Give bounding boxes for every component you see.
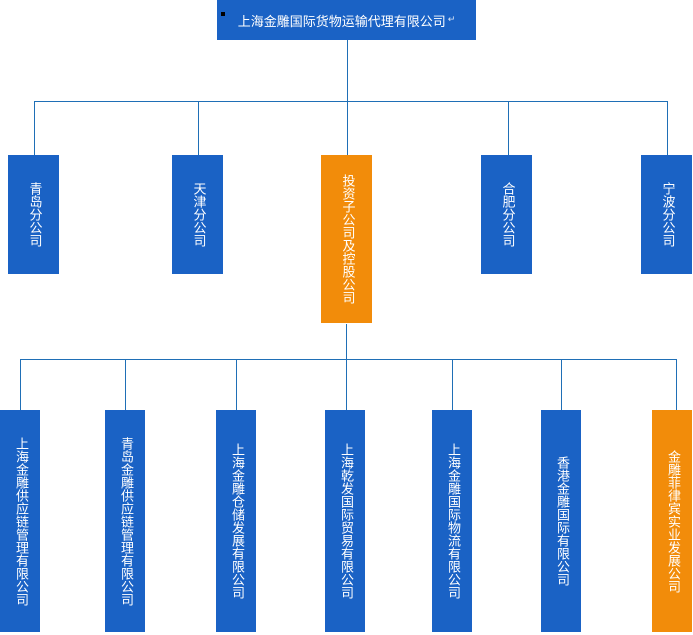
org-node-label: 青岛金雕供应链管理有限公司	[118, 436, 133, 606]
org-node-label: 青岛分公司	[26, 182, 42, 247]
org-node-subsidiary: 上海金雕供应链管理有限公司	[0, 410, 40, 632]
org-node-investment-subsidiaries: 投资子公司及控股公司	[321, 155, 372, 323]
org-node-label: 宁波分公司	[659, 182, 675, 247]
connector-level2-drop	[346, 359, 347, 410]
org-node-subsidiary: 金雕菲律宾实业发展公司	[652, 410, 692, 632]
connector-level2-drop	[676, 359, 677, 410]
connector-level2-drop	[452, 359, 453, 410]
connector-level2-drop	[561, 359, 562, 410]
org-node-ningbo-branch: 宁波分公司	[641, 155, 692, 274]
org-node-headquarters: 上海金雕国际货物运输代理有限公司 ↵	[217, 0, 476, 40]
org-node-label: 上海金雕供应链管理有限公司	[13, 436, 28, 606]
org-node-label: 香港金雕国际有限公司	[554, 456, 569, 586]
org-node-qingdao-branch: 青岛分公司	[8, 155, 59, 274]
connector-level2-bus	[20, 359, 676, 360]
connector-level1-drop	[34, 101, 35, 155]
bullet-icon	[221, 12, 225, 16]
org-node-label: 合肥分公司	[499, 182, 515, 247]
connector-investment-trunk	[346, 324, 347, 359]
org-node-label: 上海金雕国际货物运输代理有限公司	[237, 14, 446, 30]
org-node-tianjin-branch: 天津分公司	[172, 155, 223, 274]
connector-top-trunk	[347, 40, 348, 101]
org-node-label: 上海金雕仓储发展有限公司	[229, 443, 244, 599]
org-node-label: 上海金雕国际物流有限公司	[445, 443, 460, 599]
org-node-subsidiary: 青岛金雕供应链管理有限公司	[105, 410, 145, 632]
connector-level1-drop	[667, 101, 668, 155]
org-node-hefei-branch: 合肥分公司	[481, 155, 532, 274]
org-node-subsidiary: 上海乾发国际贸易有限公司	[325, 410, 365, 632]
org-node-label: 投资子公司及控股公司	[339, 174, 355, 304]
org-node-subsidiary: 香港金雕国际有限公司	[541, 410, 581, 632]
connector-level2-drop	[125, 359, 126, 410]
org-node-label: 金雕菲律宾实业发展公司	[665, 449, 680, 593]
org-node-label: 天津分公司	[190, 182, 206, 247]
connector-level1-drop	[508, 101, 509, 155]
connector-level1-bus	[34, 101, 667, 102]
connector-level1-drop	[347, 101, 348, 155]
connector-level2-drop	[236, 359, 237, 410]
org-node-label: 上海乾发国际贸易有限公司	[338, 443, 353, 599]
org-node-subsidiary: 上海金雕仓储发展有限公司	[216, 410, 256, 632]
connector-level1-drop	[198, 101, 199, 155]
paragraph-mark-icon: ↵	[447, 15, 456, 25]
connector-level2-drop	[20, 359, 21, 410]
org-node-subsidiary: 上海金雕国际物流有限公司	[432, 410, 472, 632]
